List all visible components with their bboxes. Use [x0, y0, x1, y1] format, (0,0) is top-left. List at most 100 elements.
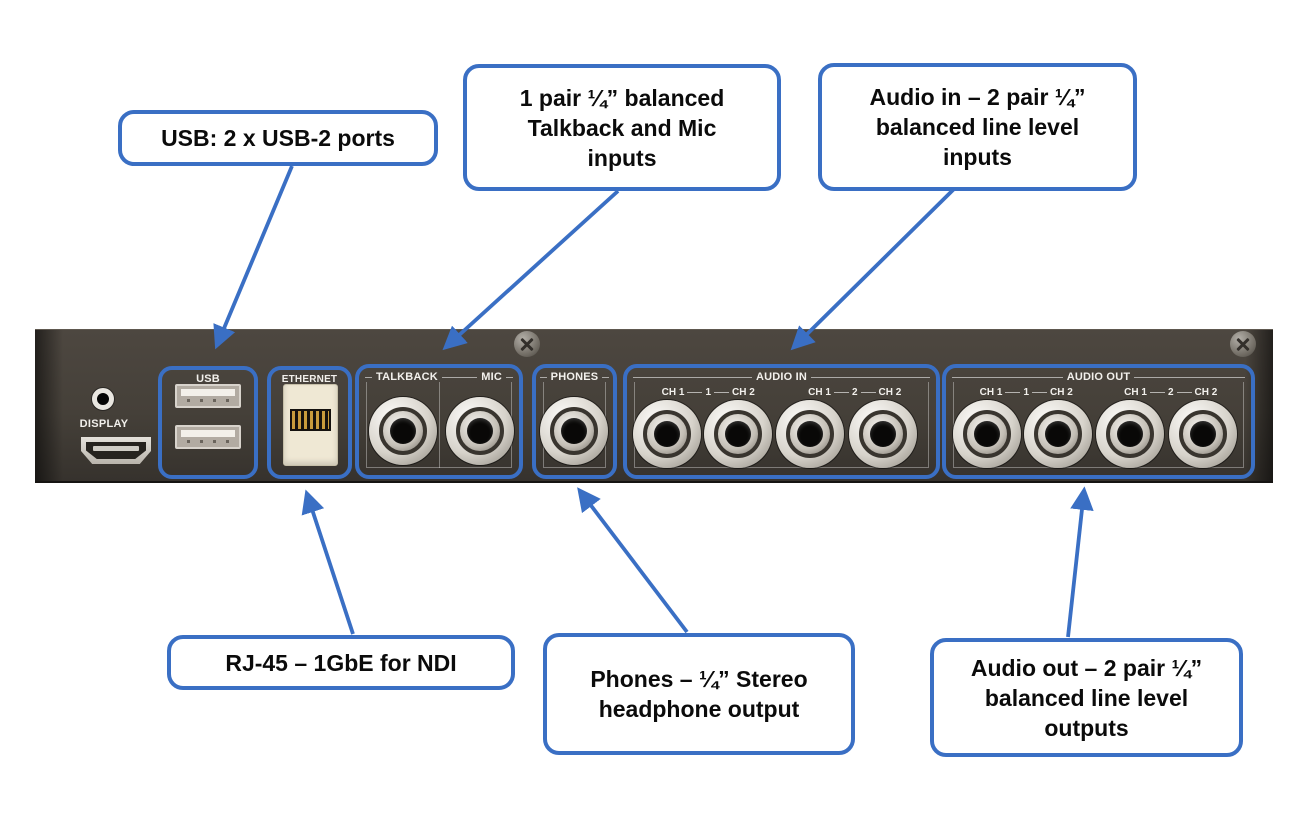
silkscreen-line — [506, 377, 513, 378]
callout-phones-text: Phones – ¼” Stereo headphone output — [590, 666, 808, 722]
usb-port-1 — [175, 384, 241, 408]
audio-in-group: AUDIO IN CH 1 1 CH 2 CH 1 2 CH 2 — [623, 364, 940, 479]
talkback-label: TALKBACK — [376, 371, 438, 383]
display-port-label: DISPLAY — [79, 418, 129, 430]
pair-number: 1 — [705, 387, 712, 398]
screw-icon — [1230, 331, 1256, 357]
audio-in-ch1-pair2-jack — [776, 400, 844, 468]
pair-number: 1 — [1023, 387, 1030, 398]
phones-header: PHONES — [536, 371, 613, 384]
jack-ring — [643, 410, 691, 458]
jack-ring — [859, 410, 907, 458]
mic-jack — [446, 397, 514, 465]
usb-group-label: USB — [196, 373, 220, 385]
channel-label: CH 2 — [732, 387, 755, 398]
callout-audio-in: Audio in – 2 pair ¼” balanced line level… — [818, 63, 1137, 191]
talkback-jack — [369, 397, 437, 465]
silkscreen-line — [539, 377, 547, 378]
callout-talkback-mic-text: 1 pair ¼” balanced Talkback and Mic inpu… — [519, 84, 725, 171]
channel-label: CH 2 — [878, 387, 902, 398]
usb-port-group: USB — [158, 366, 258, 479]
callout-rj45: RJ-45 – 1GbE for NDI — [167, 635, 515, 690]
jack-hole — [467, 418, 493, 444]
arrow-audio-out — [1066, 486, 1094, 638]
silkscreen-line — [633, 377, 752, 378]
talkback-mic-group: TALKBACK MIC — [355, 364, 523, 479]
jack-ring — [963, 410, 1011, 458]
channel-label: CH 2 — [1050, 387, 1073, 398]
channel-label: CH 1 — [808, 387, 831, 398]
jack-hole — [390, 418, 416, 444]
display-audio-jack — [92, 388, 114, 410]
audio-out-label: AUDIO OUT — [1066, 371, 1131, 383]
audio-out-ch1-pair2-jack — [1096, 400, 1164, 468]
jack-hole — [797, 421, 823, 447]
jack-hole — [974, 421, 1000, 447]
silkscreen-line — [714, 392, 730, 393]
silkscreen-line — [811, 377, 931, 378]
jack-hole — [561, 418, 587, 444]
channel-label: CH 1 — [979, 387, 1003, 398]
silkscreen-divider — [439, 382, 440, 468]
mic-label: MIC — [481, 371, 502, 383]
callout-rj45-text: RJ-45 – 1GbE for NDI — [225, 649, 457, 676]
arrow-talkback-mic — [442, 189, 620, 351]
audio-out-channel-labels: CH 1 1 CH 2 CH 1 2 CH 2 — [954, 387, 1243, 398]
jack-hole — [1190, 421, 1216, 447]
phones-label: PHONES — [550, 371, 599, 383]
jack-ring — [786, 410, 834, 458]
arrow-audio-in — [790, 186, 957, 351]
usb-port-2 — [175, 425, 241, 449]
ethernet-group-label: ETHERNET — [281, 374, 338, 385]
rear-panel: DISPLAY USB ETHERNET TALKBACK — [35, 329, 1273, 483]
audio-in-ch1-pair1-jack — [633, 400, 701, 468]
callout-usb: USB: 2 x USB-2 ports — [118, 110, 438, 166]
audio-in-pair-2: CH 1 2 CH 2 — [782, 387, 929, 398]
jack-ring — [456, 407, 504, 455]
silkscreen-line — [1176, 392, 1192, 393]
ethernet-group-header: ETHERNET — [271, 373, 348, 386]
jack-hole — [654, 421, 680, 447]
rj45-port — [283, 384, 338, 466]
silkscreen-line — [687, 392, 703, 393]
audio-in-pair-1: CH 1 1 CH 2 — [635, 387, 782, 398]
silkscreen-line — [441, 377, 478, 378]
ethernet-port-group: ETHERNET — [267, 366, 352, 479]
hdmi-port-slot — [93, 446, 139, 451]
audio-out-ch2-pair2-jack — [1169, 400, 1237, 468]
silkscreen-line — [602, 377, 610, 378]
jack-ring — [1106, 410, 1154, 458]
audio-out-ch2-pair1-jack — [1024, 400, 1092, 468]
jack-ring — [1179, 410, 1227, 458]
audio-in-label: AUDIO IN — [755, 371, 808, 383]
audio-out-pair-1: CH 1 1 CH 2 — [954, 387, 1099, 398]
jack-hole — [725, 421, 751, 447]
phones-group: PHONES — [532, 364, 617, 479]
audio-out-ch1-pair1-jack — [953, 400, 1021, 468]
callout-audio-out: Audio out – 2 pair ¼” balanced line leve… — [930, 638, 1243, 757]
silkscreen-line — [1005, 392, 1021, 393]
pair-number: 2 — [1167, 387, 1174, 398]
silkscreen-line — [365, 377, 372, 378]
jack-ring — [714, 410, 762, 458]
channel-label: CH 2 — [1194, 387, 1218, 398]
hdmi-port — [81, 437, 151, 464]
channel-label: CH 1 — [661, 387, 685, 398]
arrow-usb — [213, 165, 294, 350]
phones-jack — [540, 397, 608, 465]
silkscreen-line — [833, 392, 849, 393]
callout-usb-text: USB: 2 x USB-2 ports — [161, 125, 395, 151]
jack-ring — [550, 407, 598, 455]
silkscreen-line — [1134, 377, 1245, 378]
jack-ring — [1034, 410, 1082, 458]
jack-hole — [1045, 421, 1071, 447]
arrow-rj45 — [301, 489, 355, 635]
screw-icon — [514, 331, 540, 357]
jack-hole — [870, 421, 896, 447]
audio-in-header: AUDIO IN — [627, 371, 936, 384]
callout-talkback-mic: 1 pair ¼” balanced Talkback and Mic inpu… — [463, 64, 781, 191]
silkscreen-line — [1149, 392, 1165, 393]
pair-number: 2 — [851, 387, 858, 398]
callout-audio-in-text: Audio in – 2 pair ¼” balanced line level… — [869, 84, 1086, 170]
